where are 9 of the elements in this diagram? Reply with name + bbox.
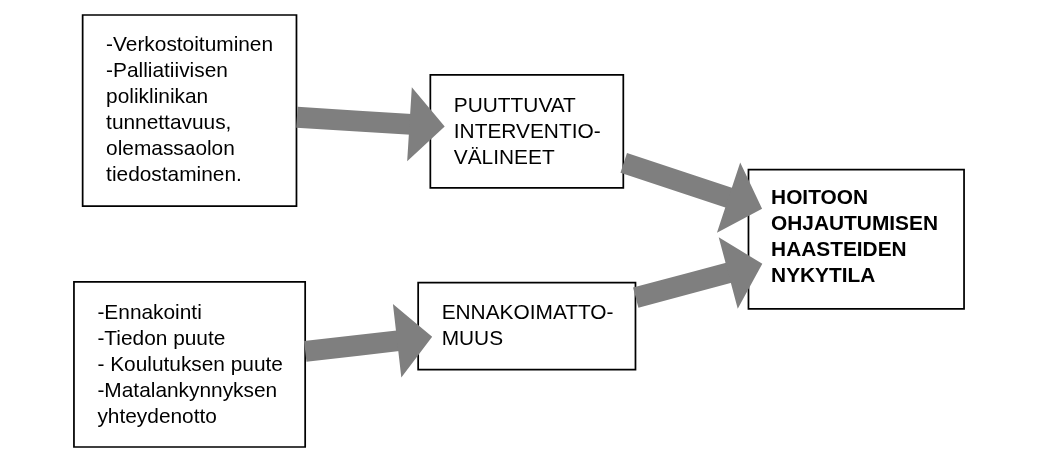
node-box: ENNAKOIMATTO- MUUS: [417, 281, 637, 371]
node-box: -Verkostoituminen -Palliatiivisen poliklinikan tunnettavuus, olemassaolon tiedostaminen.: [81, 14, 298, 208]
arrow: [304, 304, 433, 378]
arrow: [296, 87, 445, 162]
node-box: PUUTTUVAT INTERVENTIO- VÄLINEET: [429, 74, 625, 189]
node-box: -Ennakointi -Tiedon puute - Koulutuksen puute -Matalankynnyksen yhteydenotto: [73, 281, 307, 448]
arrow: [633, 237, 763, 309]
arrow: [620, 153, 763, 233]
node-box: HOITOON OHJAUTUMISEN HAASTEIDEN NYKYTILA: [747, 168, 965, 310]
